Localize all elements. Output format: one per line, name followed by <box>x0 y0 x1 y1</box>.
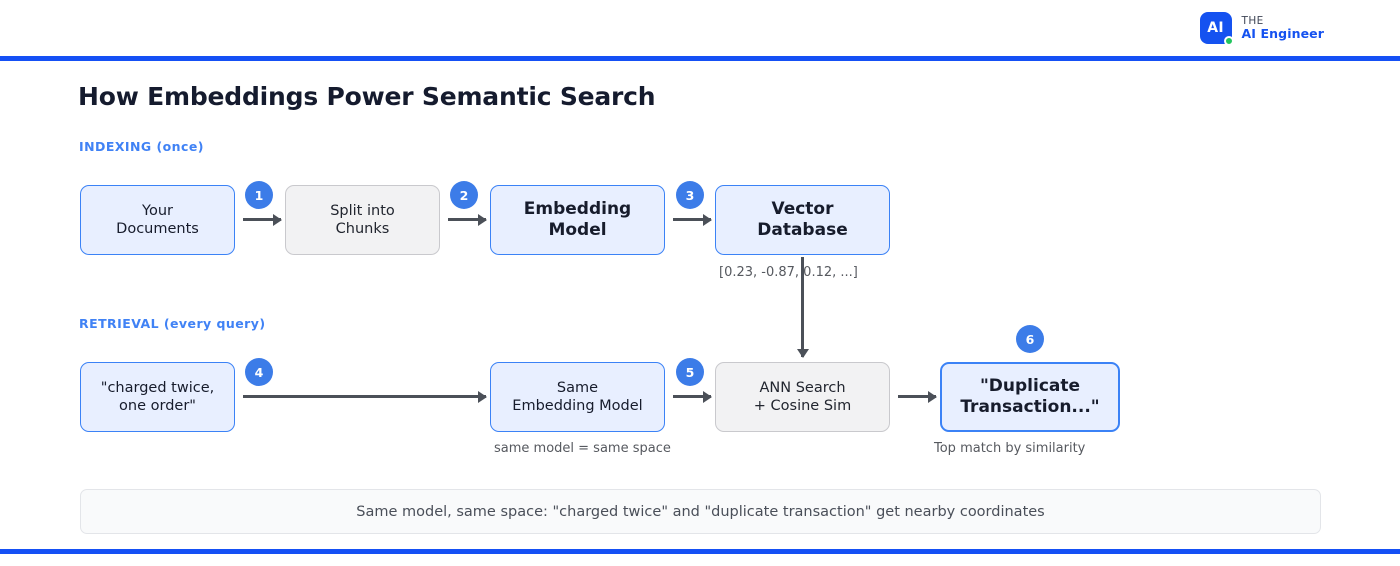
step-badge-5: 5 <box>676 358 704 386</box>
arrow-ann-to-result <box>898 395 936 398</box>
top-accent-rule <box>0 56 1400 61</box>
brand-wordmark: THE AI Engineer <box>1242 15 1324 41</box>
brand-lockup: AI THE AI Engineer <box>1199 12 1324 46</box>
step-badge-6: 6 <box>1016 325 1044 353</box>
node-same-embedding-model[interactable]: Same Embedding Model <box>490 362 665 432</box>
arrow-docs-to-split <box>243 218 281 221</box>
bottom-accent-rule <box>0 549 1400 554</box>
node-ann-search[interactable]: ANN Search + Cosine Sim <box>715 362 890 432</box>
section-label-indexing: INDEXING (once) <box>79 139 204 154</box>
brand-line-the: THE <box>1241 14 1264 27</box>
arrow-split-to-embed <box>448 218 486 221</box>
node-embedding-model[interactable]: Embedding Model <box>490 185 665 255</box>
step-badge-3: 3 <box>676 181 704 209</box>
arrow-same-to-ann <box>673 395 711 398</box>
footnote-banner: Same model, same space: "charged twice" … <box>80 489 1321 534</box>
node-duplicate-transaction[interactable]: "Duplicate Transaction..." <box>940 362 1120 432</box>
arrow-query-to-same <box>243 395 486 398</box>
section-label-retrieval: RETRIEVAL (every query) <box>79 316 266 331</box>
online-dot-icon <box>1223 36 1234 46</box>
node-split-into-chunks[interactable]: Split into Chunks <box>285 185 440 255</box>
page-header: AI THE AI Engineer <box>0 0 1400 56</box>
node-user-query[interactable]: "charged twice, one order" <box>80 362 235 432</box>
arrow-vecdb-to-ann <box>801 257 804 357</box>
node-vector-database[interactable]: Vector Database <box>715 185 890 255</box>
node-your-documents[interactable]: Your Documents <box>80 185 235 255</box>
step-badge-4: 4 <box>245 358 273 386</box>
ai-badge-label: AI <box>1207 20 1224 36</box>
step-badge-1: 1 <box>245 181 273 209</box>
arrow-embed-to-vecdb <box>673 218 711 221</box>
caption-same-model: same model = same space <box>494 441 671 456</box>
ai-badge-icon: AI <box>1199 12 1234 46</box>
brand-line-name: AI Engineer <box>1241 25 1324 41</box>
page-title: How Embeddings Power Semantic Search <box>78 82 656 111</box>
caption-top-match: Top match by similarity <box>934 441 1086 456</box>
caption-vector-sample: [0.23, -0.87, 0.12, ...] <box>719 265 858 280</box>
step-badge-2: 2 <box>450 181 478 209</box>
